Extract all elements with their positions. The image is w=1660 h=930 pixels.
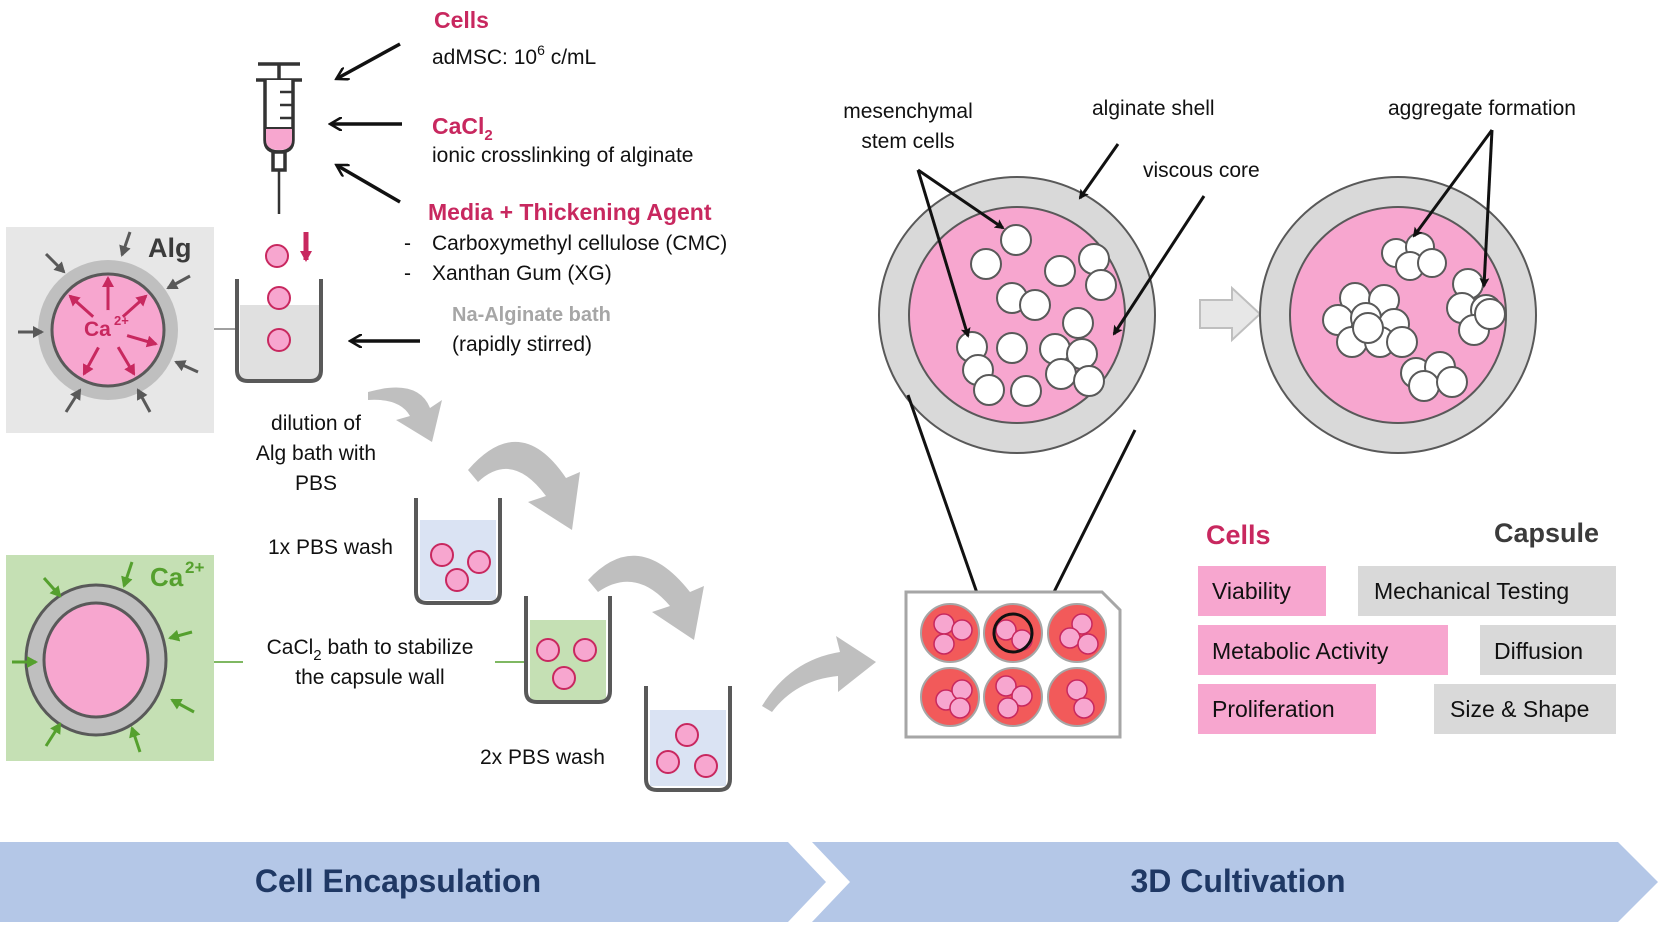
alginate-beaker-icon	[235, 279, 323, 383]
cacl2-title: CaCl2	[432, 113, 493, 144]
cacl2-detail: ionic crosslinking of alginate	[432, 144, 693, 167]
cells-title: Cells	[434, 7, 489, 33]
capsule-assay-boxes: Mechanical Testing Diffusion Size & Shap…	[1358, 566, 1616, 734]
box-metabolic-activity: Metabolic Activity	[1212, 638, 1389, 664]
cacl2-bath-line-1: CaCl2 bath to stabilize	[267, 636, 474, 664]
alg-ca-sup: 2+	[114, 313, 129, 328]
box-size-shape: Size & Shape	[1450, 696, 1589, 722]
capsule-detail	[878, 143, 1206, 454]
shell-label: alginate shell	[1092, 97, 1215, 120]
wash1-label: 1x PBS wash	[268, 536, 393, 559]
bath-title: Na-Alginate bath	[452, 304, 611, 326]
cacl2-bath-beaker-icon	[524, 596, 612, 704]
pbs-wash-beaker-2-icon	[644, 686, 732, 792]
aggregate-label: aggregate formation	[1388, 97, 1576, 120]
pbs-wash-beaker-1-icon	[414, 498, 502, 605]
banner-right	[812, 842, 1658, 922]
alg-panel: Ca 2+ Alg	[6, 227, 214, 433]
banner-left	[0, 842, 826, 922]
alg-ca-label: Ca	[84, 318, 111, 341]
process-curved-arrows	[368, 387, 876, 712]
well-plate-icon	[904, 590, 1122, 739]
msc-label-1: mesenchymal	[843, 100, 973, 123]
cells-assay-boxes: Viability Metabolic Activity Proliferati…	[1198, 566, 1448, 734]
media-item-1: Carboxymethyl cellulose (CMC)	[432, 232, 727, 255]
bath-detail: (rapidly stirred)	[452, 333, 592, 356]
media-bullet-2: -	[404, 262, 411, 285]
box-proliferation: Proliferation	[1212, 696, 1335, 722]
alg-label: Alg	[148, 233, 192, 263]
capsule-header: Capsule	[1494, 518, 1599, 548]
ca-panel-sup: 2+	[185, 558, 204, 577]
cells-detail: adMSC: 106 c/mL	[432, 42, 596, 69]
aggregate-capsule	[1259, 129, 1537, 454]
media-title: Media + Thickening Agent	[428, 199, 712, 225]
media-item-2: Xanthan Gum (XG)	[432, 262, 612, 285]
ca-panel-label: Ca	[150, 562, 184, 592]
banner-right-label: 3D Cultivation	[1130, 863, 1345, 899]
grey-block-arrow	[1199, 285, 1262, 343]
dilution-line-2: Alg bath with	[256, 442, 376, 465]
box-diffusion: Diffusion	[1494, 638, 1583, 664]
ca-panel: Ca 2+	[6, 555, 214, 761]
banner-left-label: Cell Encapsulation	[255, 863, 541, 899]
dilution-line-1: dilution of	[271, 412, 361, 435]
media-bullet-1: -	[404, 232, 411, 255]
dilution-line-3: PBS	[295, 472, 337, 495]
box-viability: Viability	[1212, 578, 1291, 604]
syringe-icon	[256, 62, 302, 214]
core-label: viscous core	[1143, 159, 1260, 182]
box-mechanical-testing: Mechanical Testing	[1374, 578, 1569, 604]
cacl2-bath-line-2: the capsule wall	[295, 666, 444, 689]
msc-label-2: stem cells	[861, 130, 954, 153]
wash2-label: 2x PBS wash	[480, 746, 605, 769]
cells-header: Cells	[1206, 520, 1271, 550]
